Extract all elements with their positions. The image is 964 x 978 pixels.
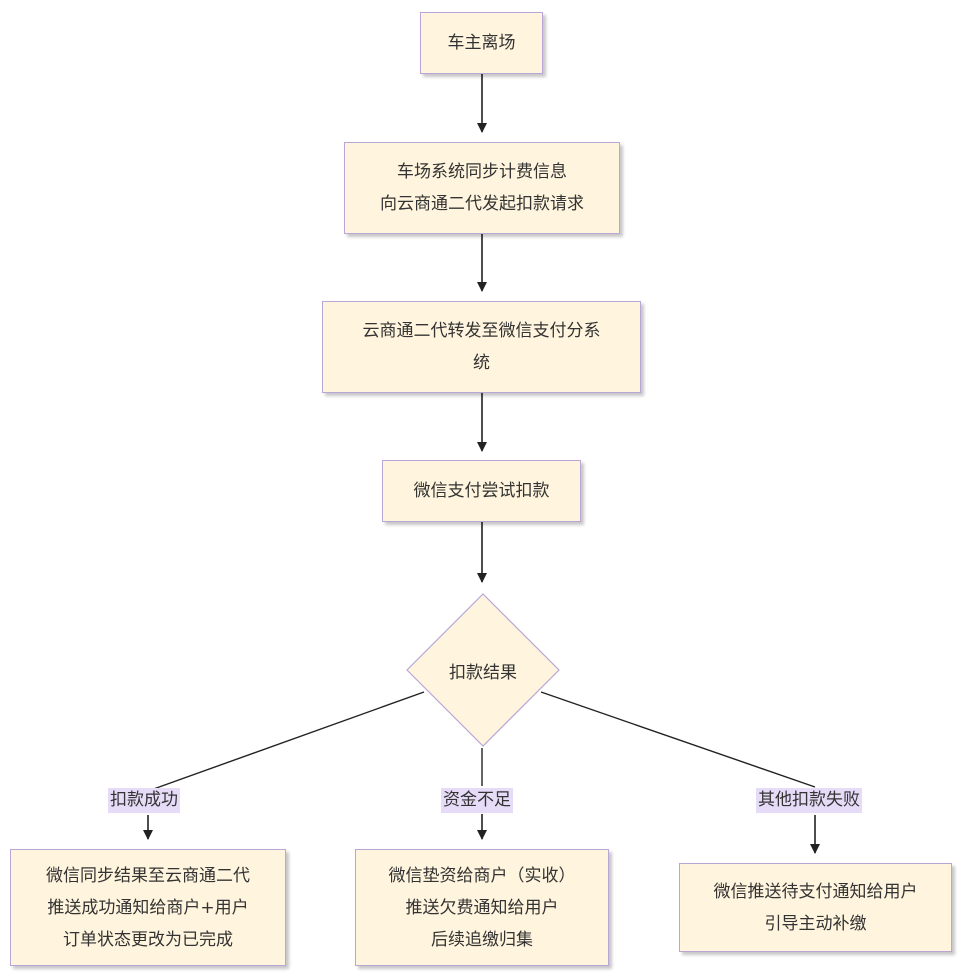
node-attempt: 微信支付尝试扣款 (382, 460, 581, 522)
node-sync: 车场系统同步计费信息 向云商通二代发起扣款请求 (344, 142, 620, 234)
edge-decision-to-success (147, 691, 425, 792)
node-leave: 车主离场 (420, 12, 543, 74)
edge-label-success: 扣款成功 (108, 788, 180, 813)
node-forward: 云商通二代转发至微信支付分系 统 (322, 301, 641, 393)
node-success-result: 微信同步结果至云商通二代 推送成功通知给商户+用户 订单状态更改为已完成 (10, 849, 286, 966)
edge-label-other-fail: 其他扣款失败 (756, 788, 862, 813)
node-decision: 扣款结果 (405, 592, 561, 748)
node-insufficient-result: 微信垫资给商户（实收） 推送欠费通知给用户 后续追缴归集 (355, 849, 609, 966)
decision-label: 扣款结果 (449, 662, 517, 683)
edge-label-insufficient: 资金不足 (441, 788, 513, 813)
node-other-result: 微信推送待支付通知给用户 引导主动补缴 (679, 863, 952, 952)
edge-decision-to-other-fail (540, 691, 816, 788)
decision-diamond-shape (406, 593, 560, 747)
